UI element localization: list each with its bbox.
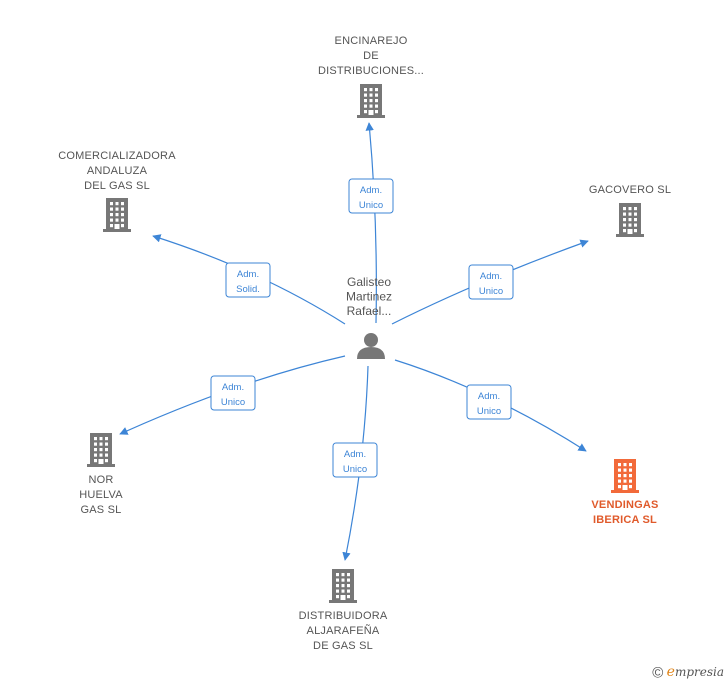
building-icon	[611, 459, 639, 493]
edge-label-line: Adm.	[344, 449, 366, 460]
building-icon	[87, 433, 115, 467]
edge-label-line: Unico	[479, 286, 503, 297]
building-icon	[616, 203, 644, 237]
company-name-line: VENDINGAS	[591, 499, 658, 511]
building-icon	[357, 84, 385, 118]
edge-label-line: Adm.	[222, 382, 244, 393]
company-node-gacovero[interactable]: GACOVERO SL	[589, 184, 671, 237]
edge-label-line: Adm.	[478, 391, 500, 402]
company-name-line: ENCINAREJO	[335, 35, 408, 47]
building-icon	[103, 198, 131, 232]
edge-label-line: Solid.	[236, 284, 260, 295]
edge-label-line: Unico	[343, 464, 367, 475]
copyright-symbol: ©	[652, 664, 664, 681]
company-name-line: DISTRIBUCIONES...	[318, 65, 424, 77]
company-name-line: NOR	[88, 474, 113, 486]
company-name-line: ALJARAFEÑA	[307, 624, 380, 637]
edge-label-encinarejo[interactable]: Adm. Unico	[348, 178, 394, 214]
edge-label-line: Unico	[477, 406, 501, 417]
company-node-comercializadora[interactable]: COMERCIALIZADORA ANDALUZA DEL GAS SL	[58, 150, 176, 232]
company-name-line: COMERCIALIZADORA	[58, 150, 176, 162]
company-node-distribuidora[interactable]: DISTRIBUIDORA ALJARAFEÑA DE GAS SL	[299, 569, 388, 652]
company-name-line: DE GAS SL	[313, 640, 373, 652]
person-name-line: Galisteo	[347, 275, 391, 289]
edge-label-distribuidora[interactable]: Adm. Unico	[332, 442, 378, 478]
edge-label-line: Adm.	[360, 185, 382, 196]
brand-name: mpresia	[674, 664, 724, 679]
company-name-line: ANDALUZA	[87, 165, 148, 177]
person-node[interactable]: GalisteoMartinezRafael...	[346, 275, 392, 359]
edge-label-gacovero[interactable]: Adm. Unico	[468, 264, 514, 300]
company-name-line: GACOVERO SL	[589, 184, 671, 196]
brand-e-letter: e	[666, 663, 675, 680]
building-icon	[329, 569, 357, 603]
company-name-line: HUELVA	[79, 489, 123, 501]
edge-label-line: Unico	[359, 200, 383, 211]
edge-encinarejo	[365, 122, 377, 324]
company-name-line: IBERICA SL	[593, 514, 657, 526]
company-name-line: GAS SL	[81, 504, 122, 516]
edge-label-comercializadora[interactable]: Adm. Solid.	[225, 262, 271, 298]
edge-label-line: Adm.	[480, 271, 502, 282]
company-node-encinarejo[interactable]: ENCINAREJO DE DISTRIBUCIONES...	[318, 35, 424, 118]
person-name-line: Rafael...	[347, 304, 392, 318]
company-name-line: DE	[363, 50, 379, 62]
empresia-watermark: © empresia	[652, 664, 724, 681]
edge-label-line: Unico	[221, 397, 245, 408]
company-node-vendingas[interactable]: VENDINGAS IBERICA SL	[591, 459, 658, 526]
edge-label-line: Adm.	[237, 269, 259, 280]
company-name-line: DISTRIBUIDORA	[299, 610, 388, 622]
person-name-line: Martinez	[346, 290, 392, 304]
company-name-line: DEL GAS SL	[84, 180, 150, 192]
edge-label-nor-huelva[interactable]: Adm. Unico	[210, 375, 256, 411]
company-node-nor-huelva[interactable]: NOR HUELVA GAS SL	[79, 433, 123, 516]
person-icon	[357, 333, 385, 359]
edge-label-vendingas[interactable]: Adm. Unico	[466, 384, 512, 420]
